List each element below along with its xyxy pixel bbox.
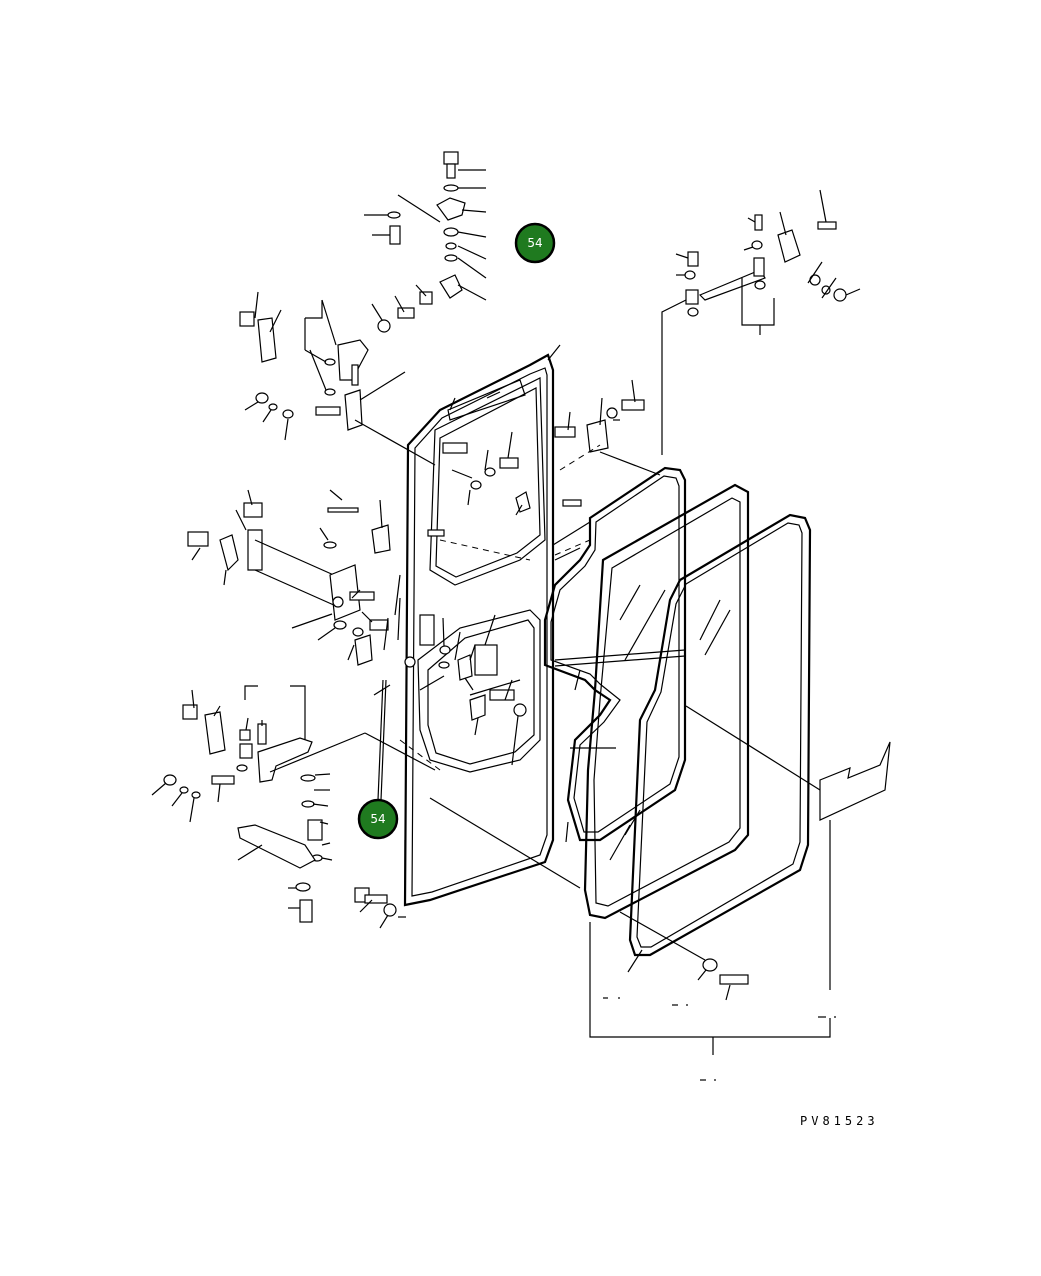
door-fittings (404, 399, 645, 721)
callout-label: 54 (527, 236, 542, 250)
drawing-code: PV81523 (800, 1114, 879, 1128)
callout-label: 54 (370, 812, 385, 826)
latch-parts (187, 502, 391, 666)
dashed-centerlines (399, 444, 601, 771)
door-frame (403, 353, 555, 907)
callout-badge-bottom[interactable]: 54 (357, 798, 399, 840)
callout-badge-top[interactable]: 54 (514, 222, 556, 264)
leader-lines (151, 169, 861, 1081)
seal-tape (819, 741, 891, 821)
top-right-rod-parts (684, 214, 847, 317)
weather-strip-outer (628, 513, 812, 957)
weather-strip-inner (543, 466, 687, 842)
glass-panel (583, 483, 750, 920)
lower-hinge-parts (163, 704, 397, 923)
bottom-bolts (702, 958, 749, 985)
upper-hinge-parts (239, 151, 466, 431)
